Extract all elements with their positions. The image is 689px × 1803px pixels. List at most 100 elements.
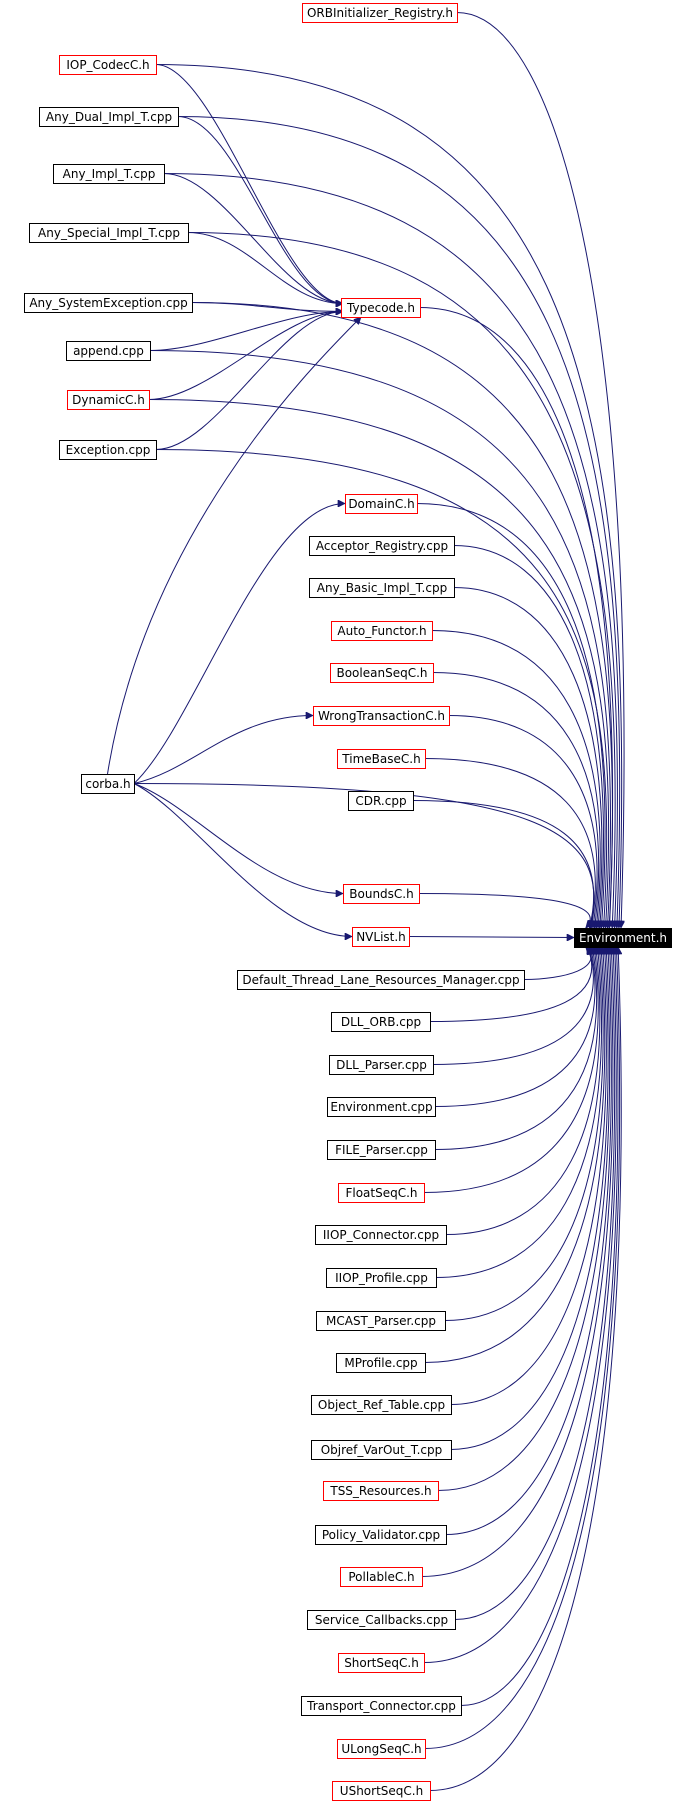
- node-box[interactable]: [39, 107, 179, 127]
- edge-shortseqc-h-to-environment-h: [423, 947, 616, 1663]
- node-box[interactable]: [302, 3, 458, 23]
- node-iiop-connector-cpp[interactable]: IIOP_Connector.cpp: [315, 1225, 447, 1245]
- node-label: IIOP_Profile.cpp: [335, 1271, 428, 1285]
- node-any-dual-impl-t-cpp[interactable]: Any_Dual_Impl_T.cpp: [39, 107, 179, 127]
- node-objref-varout-t-cpp[interactable]: Objref_VarOut_T.cpp: [311, 1440, 452, 1460]
- node-cdr-cpp[interactable]: CDR.cpp: [348, 791, 414, 811]
- node-box[interactable]: [331, 621, 433, 641]
- node-floatseqc-h[interactable]: FloatSeqC.h: [338, 1183, 425, 1203]
- node-box[interactable]: [336, 1353, 426, 1373]
- node-dll-parser-cpp[interactable]: DLL_Parser.cpp: [329, 1055, 434, 1075]
- node-service-callbacks-cpp[interactable]: Service_Callbacks.cpp: [307, 1610, 456, 1630]
- node-environment-h[interactable]: Environment.h: [574, 928, 672, 948]
- node-box[interactable]: [66, 341, 151, 361]
- node-box[interactable]: [337, 749, 426, 769]
- node-box[interactable]: [316, 1311, 446, 1331]
- node-box[interactable]: [311, 1440, 452, 1460]
- node-box[interactable]: [59, 440, 157, 460]
- node-box[interactable]: [341, 298, 421, 318]
- node-box[interactable]: [338, 1653, 425, 1673]
- node-box[interactable]: [301, 1696, 462, 1716]
- node-default-thread-lane-resources-manager-cpp[interactable]: Default_Thread_Lane_Resources_Manager.cp…: [237, 970, 525, 990]
- node-box[interactable]: [24, 293, 193, 313]
- node-box[interactable]: [309, 536, 455, 556]
- node-wrongtransactionc-h[interactable]: WrongTransactionC.h: [313, 706, 450, 726]
- node-any-basic-impl-t-cpp[interactable]: Any_Basic_Impl_T.cpp: [309, 578, 455, 598]
- node-nvlist-h[interactable]: NVList.h: [352, 927, 410, 947]
- node-box[interactable]: [53, 164, 165, 184]
- node-box[interactable]: [237, 970, 525, 990]
- node-typecode-h[interactable]: Typecode.h: [341, 298, 421, 318]
- node-box[interactable]: [343, 884, 420, 904]
- node-transport-connector-cpp[interactable]: Transport_Connector.cpp: [301, 1696, 462, 1716]
- node-box[interactable]: [307, 1610, 456, 1630]
- node-box[interactable]: [340, 1567, 423, 1587]
- node-ushortseqc-h[interactable]: UShortSeqC.h: [332, 1781, 431, 1801]
- node-label: DomainC.h: [348, 497, 414, 511]
- edge-any-special-impl-t-cpp-to-typecode-h: [187, 232, 343, 304]
- node-box[interactable]: [330, 663, 434, 683]
- node-dynamicc-h[interactable]: DynamicC.h: [67, 390, 150, 410]
- node-box[interactable]: [327, 1097, 436, 1117]
- node-environment-cpp[interactable]: Environment.cpp: [327, 1097, 436, 1117]
- node-box[interactable]: [348, 791, 414, 811]
- node-iop-codecc-h[interactable]: IOP_CodecC.h: [59, 55, 157, 75]
- node-box[interactable]: [329, 1055, 434, 1075]
- node-box[interactable]: [67, 390, 150, 410]
- node-acceptor-registry-cpp[interactable]: Acceptor_Registry.cpp: [309, 536, 455, 556]
- edge-corba-h-to-wrongtransactionc-h: [133, 716, 313, 784]
- edge-ulongseqc-h-to-environment-h: [424, 947, 620, 1749]
- node-domainc-h[interactable]: DomainC.h: [345, 494, 418, 514]
- node-pollablec-h[interactable]: PollableC.h: [340, 1567, 423, 1587]
- node-file-parser-cpp[interactable]: FILE_Parser.cpp: [327, 1140, 436, 1160]
- node-ulongseqc-h[interactable]: ULongSeqC.h: [337, 1739, 426, 1759]
- node-mcast-parser-cpp[interactable]: MCAST_Parser.cpp: [316, 1311, 446, 1331]
- node-box[interactable]: [345, 494, 418, 514]
- node-dll-orb-cpp[interactable]: DLL_ORB.cpp: [331, 1012, 431, 1032]
- node-any-special-impl-t-cpp[interactable]: Any_Special_Impl_T.cpp: [29, 223, 189, 243]
- node-mprofile-cpp[interactable]: MProfile.cpp: [336, 1353, 426, 1373]
- node-label: Objref_VarOut_T.cpp: [321, 1443, 443, 1457]
- node-box[interactable]: [338, 1183, 425, 1203]
- edge-exception-cpp-to-typecode-h: [155, 312, 343, 450]
- edge-any-systemexception-cpp-to-typecode-h: [191, 302, 343, 312]
- node-tss-resources-h[interactable]: TSS_Resources.h: [323, 1481, 439, 1501]
- node-any-impl-t-cpp[interactable]: Any_Impl_T.cpp: [53, 164, 165, 184]
- node-timebasec-h[interactable]: TimeBaseC.h: [337, 749, 426, 769]
- node-box[interactable]: [313, 706, 450, 726]
- node-label: TSS_Resources.h: [329, 1484, 431, 1498]
- node-booleanseqc-h[interactable]: BooleanSeqC.h: [330, 663, 434, 683]
- node-corba-h[interactable]: corba.h: [81, 774, 135, 794]
- node-box[interactable]: [337, 1739, 426, 1759]
- edge-dynamicc-h-to-typecode-h: [148, 312, 343, 400]
- node-box[interactable]: [81, 774, 135, 794]
- node-exception-cpp[interactable]: Exception.cpp: [59, 440, 157, 460]
- node-any-systemexception-cpp[interactable]: Any_SystemException.cpp: [24, 293, 193, 313]
- node-box[interactable]: [309, 578, 455, 598]
- node-box[interactable]: [311, 1395, 452, 1415]
- node-box[interactable]: [326, 1268, 437, 1288]
- node-box[interactable]: [332, 1781, 431, 1801]
- node-object-ref-table-cpp[interactable]: Object_Ref_Table.cpp: [311, 1395, 452, 1415]
- node-box[interactable]: [59, 55, 157, 75]
- edge-mprofile-cpp-to-environment-h: [424, 947, 606, 1363]
- node-orbinitializer-registry-h[interactable]: ORBInitializer_Registry.h: [302, 3, 458, 23]
- node-append-cpp[interactable]: append.cpp: [66, 341, 151, 361]
- node-box[interactable]: [331, 1012, 431, 1032]
- node-box[interactable]: [315, 1225, 447, 1245]
- node-shortseqc-h[interactable]: ShortSeqC.h: [338, 1653, 425, 1673]
- node-box[interactable]: [352, 927, 410, 947]
- edge-dll-orb-cpp-to-environment-h: [429, 947, 592, 1022]
- edge-pollablec-h-to-environment-h: [421, 947, 613, 1577]
- node-box[interactable]: [574, 928, 672, 948]
- node-boundsc-h[interactable]: BoundsC.h: [343, 884, 420, 904]
- node-box[interactable]: [29, 223, 189, 243]
- node-label: Exception.cpp: [66, 443, 151, 457]
- node-auto-functor-h[interactable]: Auto_Functor.h: [331, 621, 433, 641]
- node-box[interactable]: [315, 1525, 447, 1545]
- edge-any-dual-impl-t-cpp-to-environment-h: [177, 116, 620, 929]
- node-box[interactable]: [323, 1481, 439, 1501]
- node-policy-validator-cpp[interactable]: Policy_Validator.cpp: [315, 1525, 447, 1545]
- node-iiop-profile-cpp[interactable]: IIOP_Profile.cpp: [326, 1268, 437, 1288]
- node-box[interactable]: [327, 1140, 436, 1160]
